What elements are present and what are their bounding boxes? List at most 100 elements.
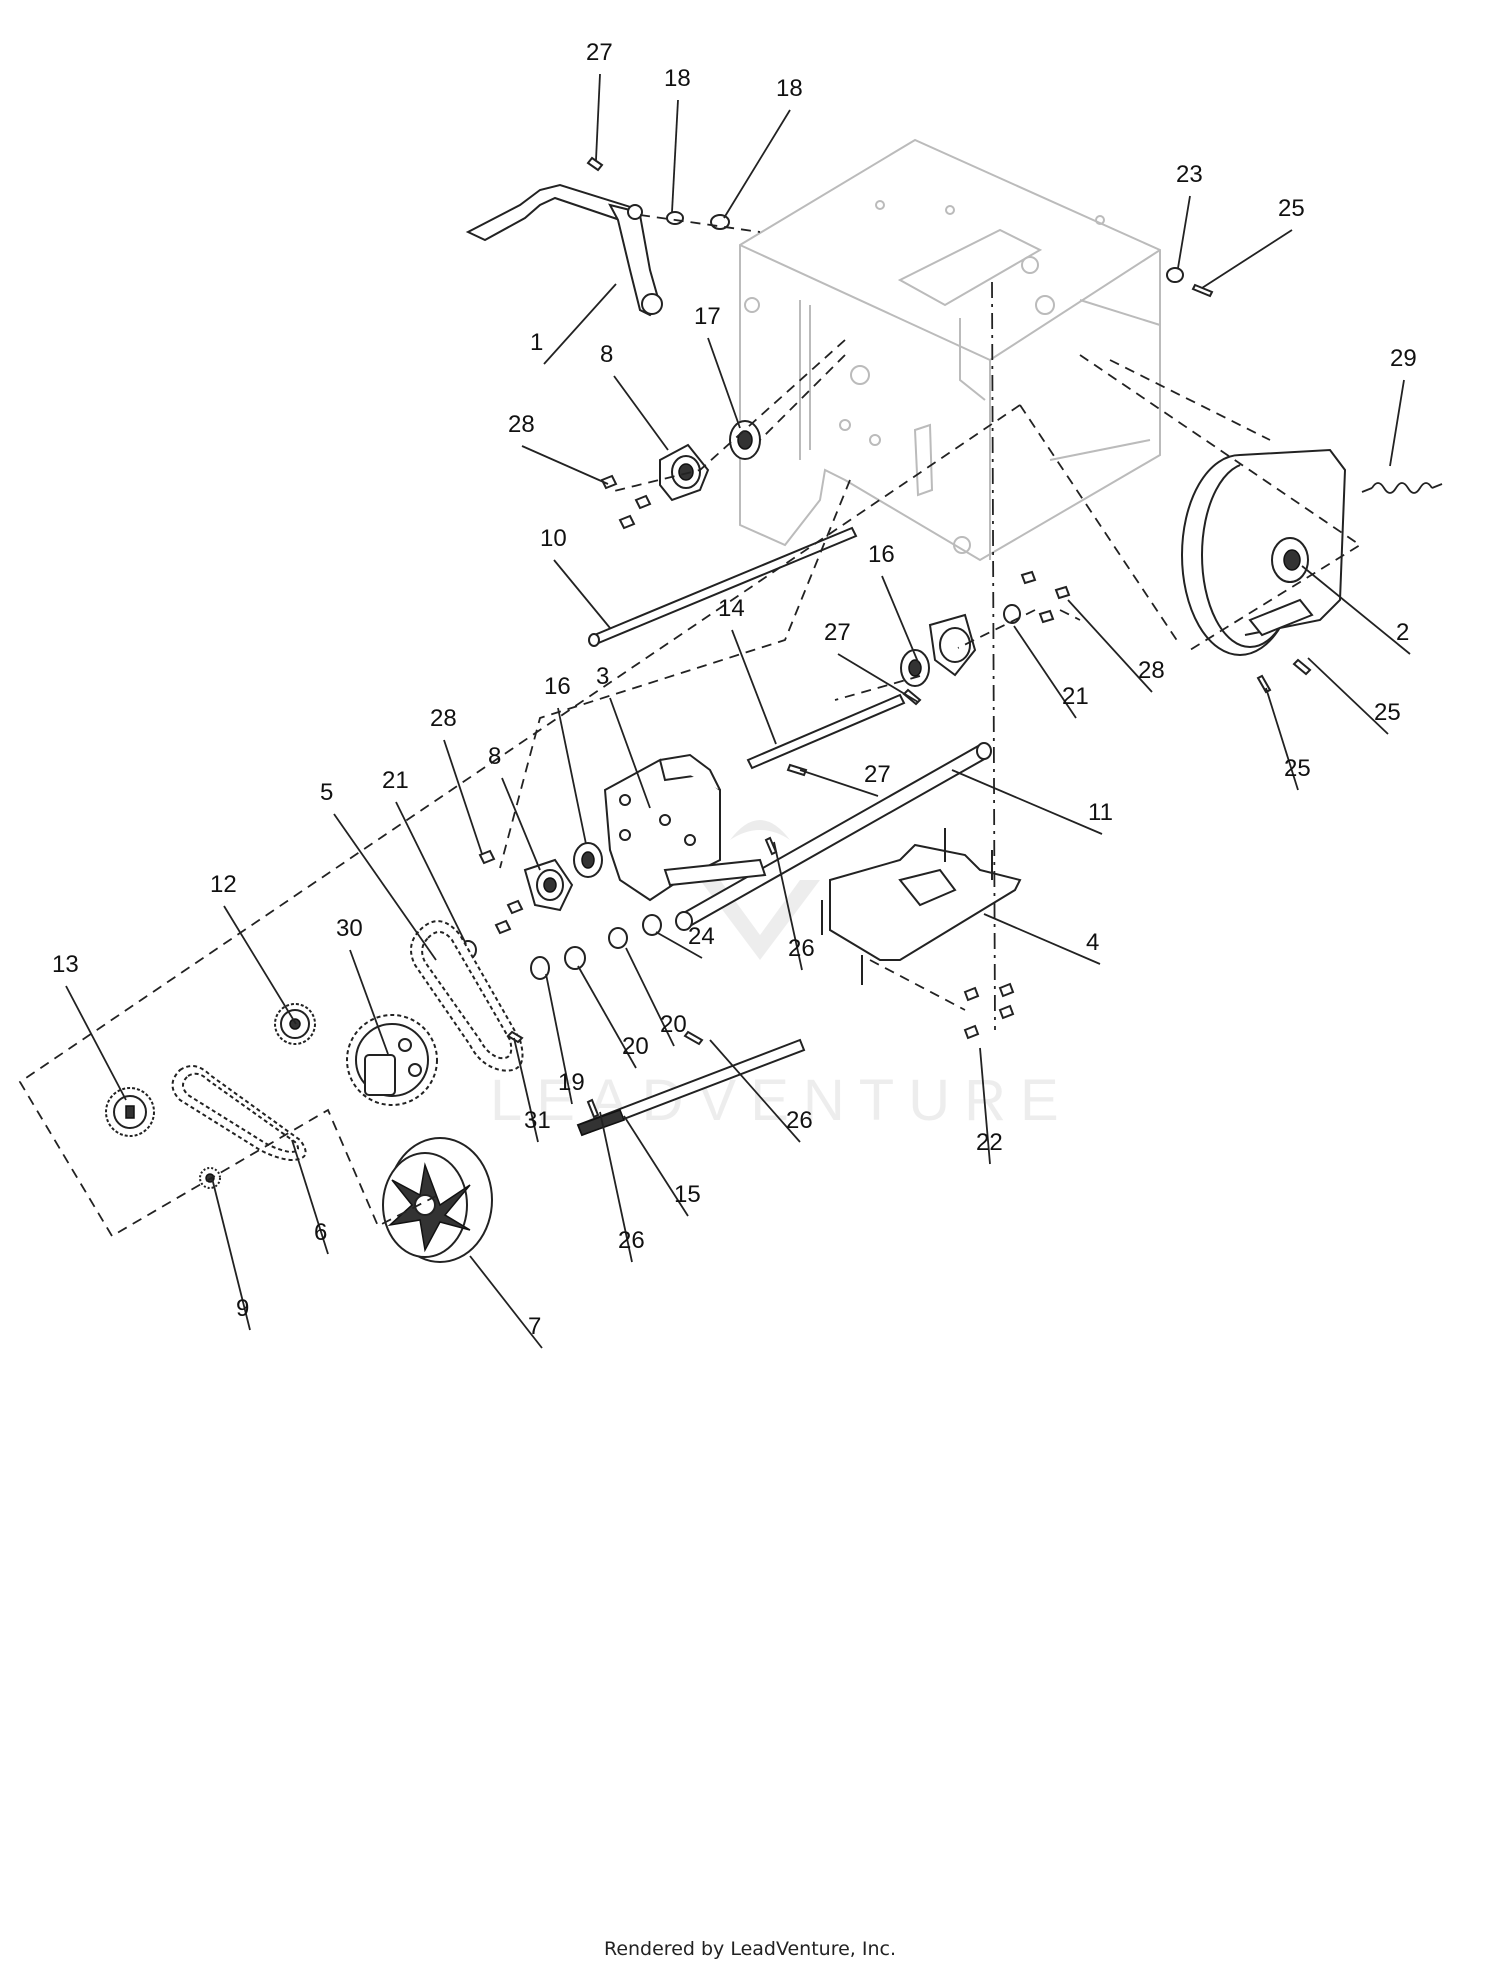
part-31-link <box>506 1030 524 1044</box>
part-16-bearing-lower <box>573 842 603 878</box>
callout-label-3: 3 <box>596 663 609 690</box>
callout-leader-8 <box>501 777 541 871</box>
part-24-washer <box>642 914 662 936</box>
callout-leader-31 <box>513 1037 539 1143</box>
callout-label-18: 18 <box>776 75 803 102</box>
callout-leader-26 <box>709 1039 801 1143</box>
callout-label-20: 20 <box>622 1033 649 1060</box>
callout-leader-9 <box>211 1177 251 1331</box>
callout-leader-20 <box>577 965 637 1069</box>
callout-label-15: 15 <box>674 1181 701 1208</box>
callout-label-28: 28 <box>430 705 457 732</box>
callout-label-8: 8 <box>600 341 613 368</box>
callout-leader-16 <box>881 575 919 663</box>
callout-label-28: 28 <box>1138 657 1165 684</box>
callout-label-26: 26 <box>786 1107 813 1134</box>
part-17-bearing <box>729 420 761 460</box>
callout-leader-14 <box>731 629 777 745</box>
callout-leader-28 <box>521 445 609 485</box>
callout-leader-18 <box>723 109 791 219</box>
callout-label-18: 18 <box>664 65 691 92</box>
callout-leader-27 <box>799 769 879 797</box>
callout-label-26: 26 <box>618 1227 645 1254</box>
part-4-plate <box>821 828 1022 985</box>
part-14-shaft <box>746 688 922 777</box>
callout-leader-1 <box>543 283 617 365</box>
part-19-spacer <box>530 956 550 980</box>
callout-label-25: 25 <box>1284 755 1311 782</box>
callout-leader-19 <box>545 973 573 1105</box>
callout-leader-27 <box>837 653 919 703</box>
callout-leader-23 <box>1177 195 1191 269</box>
callout-label-5: 5 <box>320 779 333 806</box>
callout-label-8: 8 <box>488 743 501 770</box>
part-13-sprocket <box>105 1087 155 1137</box>
callout-leader-20 <box>625 947 675 1047</box>
callout-label-12: 12 <box>210 871 237 898</box>
part-10-shaft <box>588 526 858 647</box>
part-8-flange-upper <box>659 443 710 502</box>
callout-leader-25 <box>1201 229 1293 289</box>
footer-credit: Rendered by LeadVenture, Inc. <box>603 1938 897 1960</box>
callout-leader-17 <box>707 337 741 429</box>
callout-label-26: 26 <box>788 935 815 962</box>
callout-leader-11 <box>951 769 1103 835</box>
callout-leader-27 <box>595 73 601 161</box>
callout-leader-13 <box>65 985 127 1101</box>
part-2-friction-wheel <box>1181 448 1347 656</box>
callout-label-16: 16 <box>868 541 895 568</box>
callout-leader-25 <box>1265 687 1299 791</box>
callout-label-16: 16 <box>544 673 571 700</box>
callout-label-28: 28 <box>508 411 535 438</box>
part-15-shaft <box>576 836 806 1137</box>
callout-leader-29 <box>1389 379 1405 467</box>
callout-leader-8 <box>613 375 669 451</box>
callout-leader-16 <box>557 707 587 845</box>
callout-leader-21 <box>395 801 467 945</box>
assembly-lines <box>18 214 1362 1238</box>
callout-label-29: 29 <box>1390 345 1417 372</box>
part-28-bolts-upper <box>600 474 652 530</box>
part-29-spring <box>1361 482 1443 494</box>
callout-leader-26 <box>599 1111 633 1263</box>
part-22-bolts <box>963 982 1015 1040</box>
callout-label-25: 25 <box>1278 195 1305 222</box>
callout-label-27: 27 <box>586 39 613 66</box>
callout-label-20: 20 <box>660 1011 687 1038</box>
callout-leader-5 <box>333 813 437 961</box>
frame-housing <box>739 138 1161 562</box>
callout-label-27: 27 <box>824 619 851 646</box>
part-11-shaft <box>675 742 992 931</box>
callout-leader-2 <box>1301 565 1411 655</box>
callout-leader-30 <box>349 949 389 1055</box>
callout-label-21: 21 <box>1062 683 1089 710</box>
callout-label-24: 24 <box>688 923 715 950</box>
callout-leader-22 <box>979 1047 991 1165</box>
part-8-flange-lower <box>523 858 574 912</box>
callout-leader-28 <box>443 739 483 855</box>
callout-label-10: 10 <box>540 525 567 552</box>
callout-label-25: 25 <box>1374 699 1401 726</box>
part-6-chain <box>171 1065 307 1162</box>
callout-label-2: 2 <box>1396 619 1409 646</box>
part-21-washer-right <box>1003 604 1021 624</box>
callout-label-22: 22 <box>976 1129 1003 1156</box>
callout-leader-26 <box>773 841 803 971</box>
callout-label-1: 1 <box>530 329 543 356</box>
callout-label-14: 14 <box>718 595 745 622</box>
callout-leader-7 <box>469 1255 543 1349</box>
part-3-bracket <box>603 753 767 902</box>
callout-leader-15 <box>623 1115 689 1217</box>
callout-label-13: 13 <box>52 951 79 978</box>
part-7-wheel <box>382 1137 493 1263</box>
callout-leader-12 <box>223 905 297 1025</box>
callout-label-27: 27 <box>864 761 891 788</box>
part-28-bolts-right <box>1020 570 1071 624</box>
callout-label-6: 6 <box>314 1219 327 1246</box>
callout-leader-25 <box>1307 657 1389 735</box>
callout-label-9: 9 <box>236 1295 249 1322</box>
callout-leader-21 <box>1013 625 1077 719</box>
callout-leader-24 <box>655 931 703 959</box>
